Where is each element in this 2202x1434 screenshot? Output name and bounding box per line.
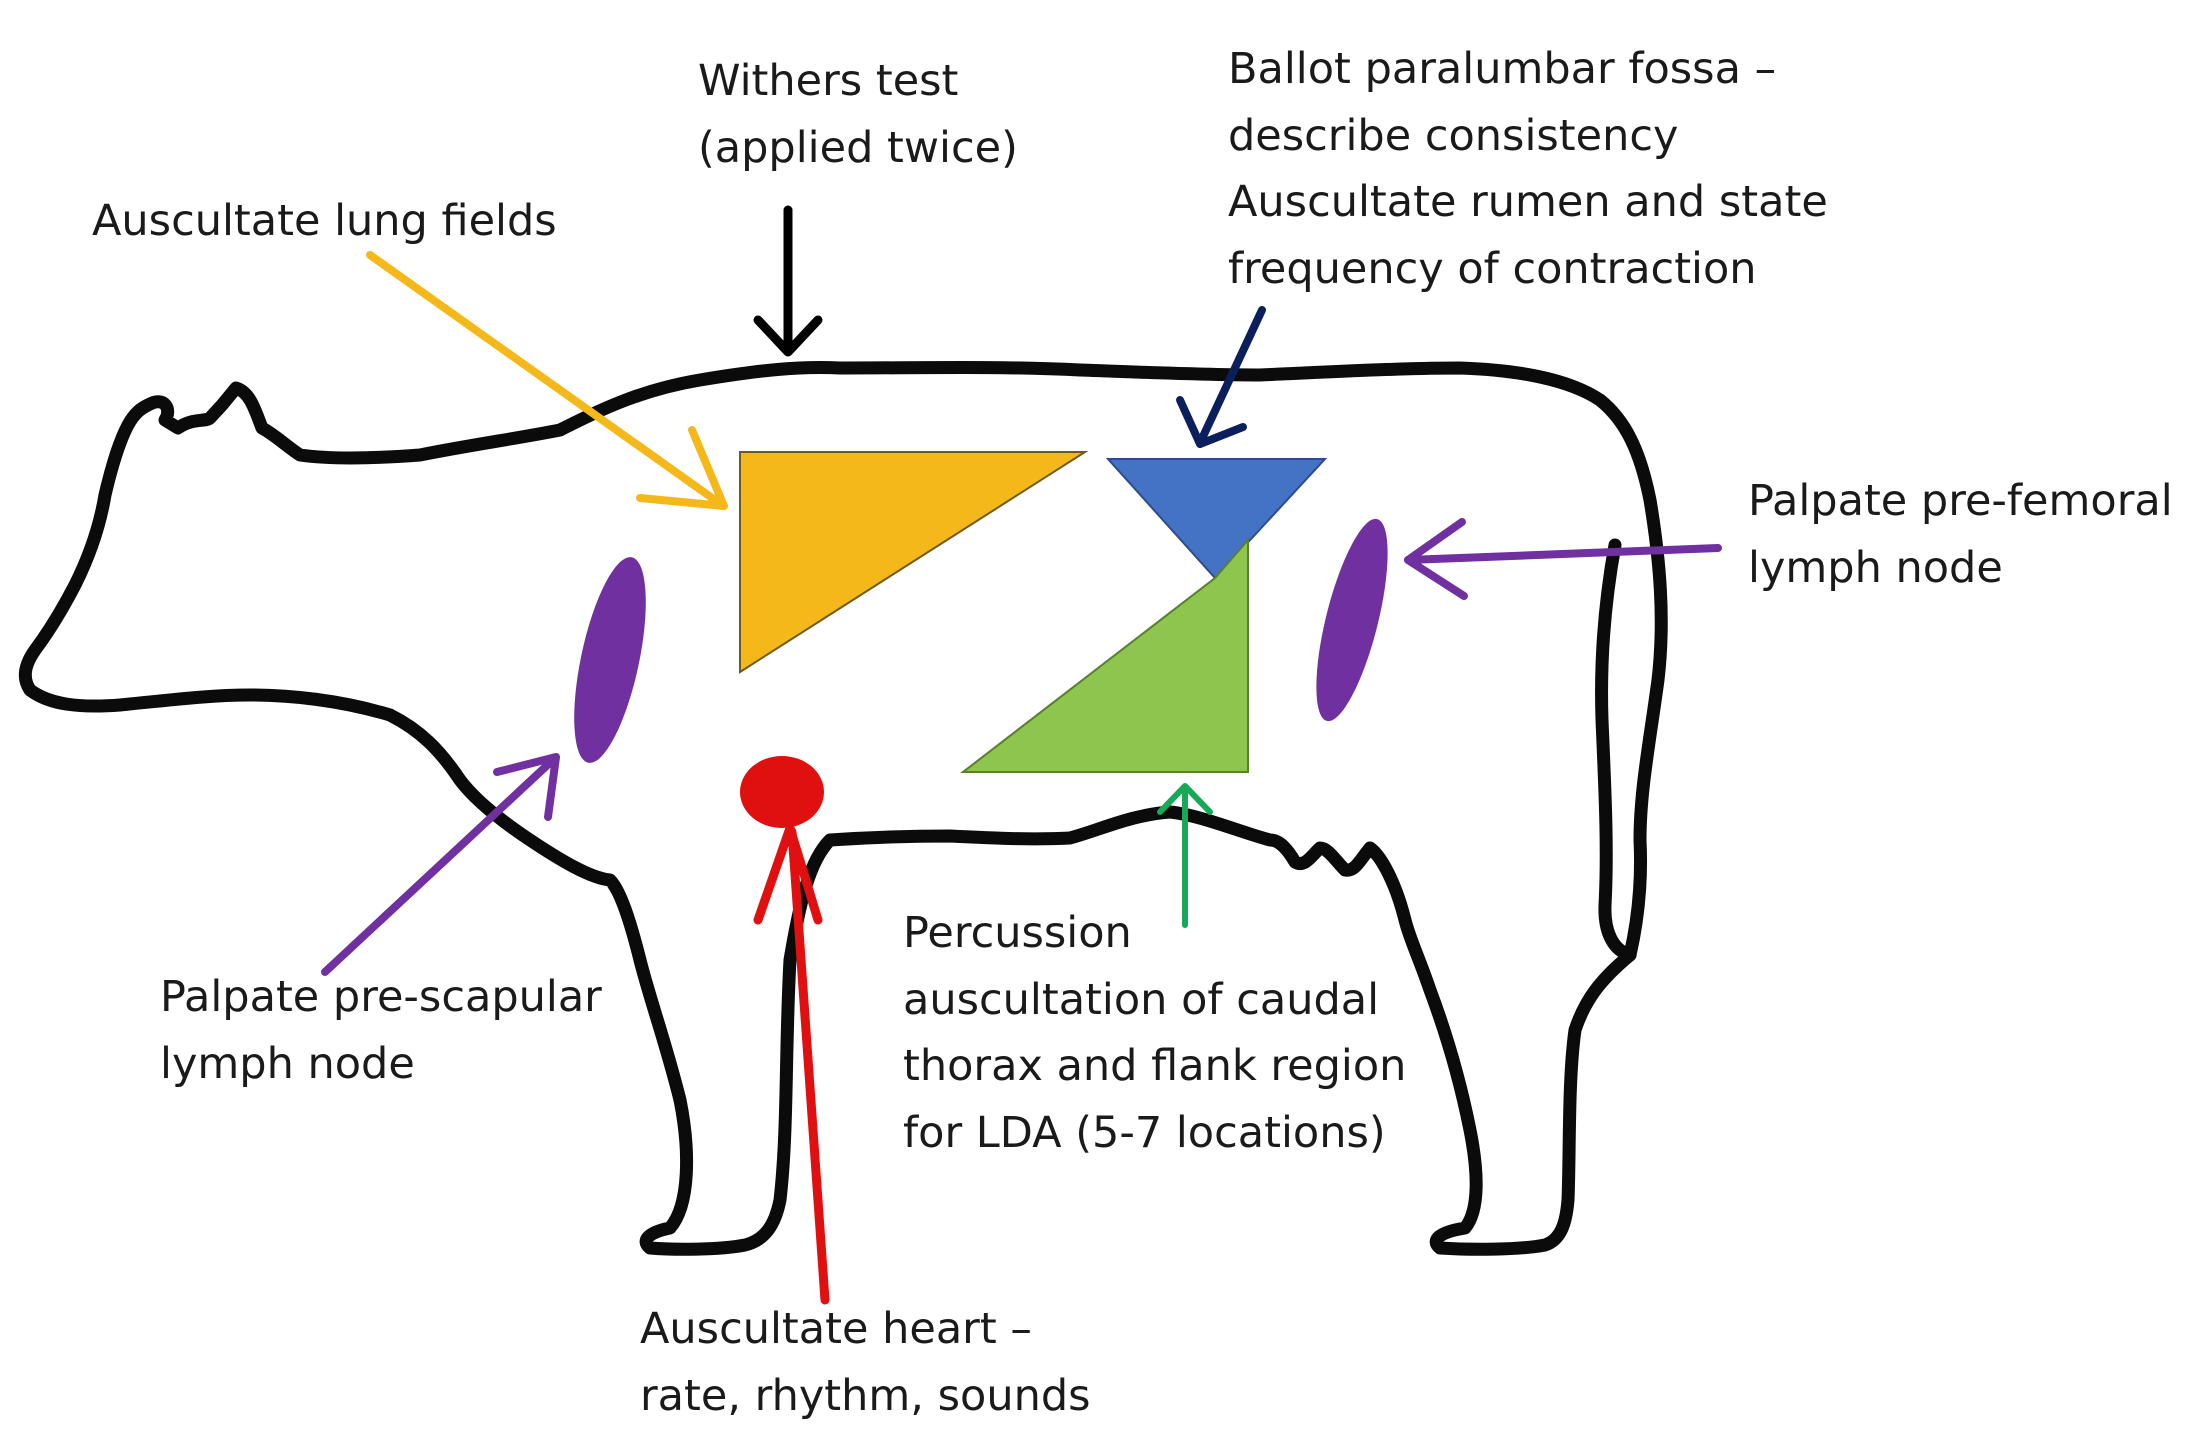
- prefemoral-lymph-node: [1302, 513, 1403, 727]
- percussion-label-line-4: for LDA (5-7 locations): [903, 1100, 1406, 1167]
- lung-label: Auscultate lung fields: [92, 188, 557, 255]
- rumen-label-line-3: Auscultate rumen and state: [1228, 169, 1828, 236]
- rumen-label-line-2: describe consistency: [1228, 103, 1828, 170]
- prescapular-arrow: [325, 757, 556, 972]
- percussion-label: Percussion auscultation of caudal thorax…: [903, 900, 1406, 1167]
- rumen-label-line-1: Ballot paralumbar fossa –: [1228, 36, 1828, 103]
- heart-label-line-2: rate, rhythm, sounds: [640, 1363, 1091, 1430]
- rumen-label-line-4: frequency of contraction: [1228, 236, 1828, 303]
- heart-label: Auscultate heart – rate, rhythm, sounds: [640, 1296, 1091, 1429]
- cow-tail: [1602, 545, 1630, 955]
- prefemoral-label-line-2: lymph node: [1748, 535, 2173, 602]
- withers-label-line-2: (applied twice): [698, 115, 1018, 182]
- prescapular-label: Palpate pre-scapular lymph node: [160, 964, 602, 1097]
- prescapular-label-line-2: lymph node: [160, 1031, 602, 1098]
- lda-region-shape: [963, 540, 1248, 772]
- prescapular-label-line-1: Palpate pre-scapular: [160, 964, 602, 1031]
- heart-marker: [740, 756, 824, 828]
- lung-field-triangle: [740, 452, 1085, 672]
- lung-label-line-1: Auscultate lung fields: [92, 188, 557, 255]
- prefemoral-arrow: [1408, 522, 1718, 596]
- percussion-label-line-3: thorax and flank region: [903, 1033, 1406, 1100]
- rumen-triangle: [1108, 459, 1325, 578]
- withers-arrow: [758, 210, 818, 352]
- percussion-label-line-1: Percussion: [903, 900, 1406, 967]
- prescapular-lymph-node: [560, 551, 660, 768]
- heart-label-line-1: Auscultate heart –: [640, 1296, 1091, 1363]
- withers-label: Withers test (applied twice): [698, 48, 1018, 181]
- rumen-label: Ballot paralumbar fossa – describe consi…: [1228, 36, 1828, 303]
- percussion-label-line-2: auscultation of caudal: [903, 967, 1406, 1034]
- withers-label-line-1: Withers test: [698, 48, 1018, 115]
- prefemoral-label-line-1: Palpate pre-femoral: [1748, 468, 2173, 535]
- prefemoral-label: Palpate pre-femoral lymph node: [1748, 468, 2173, 601]
